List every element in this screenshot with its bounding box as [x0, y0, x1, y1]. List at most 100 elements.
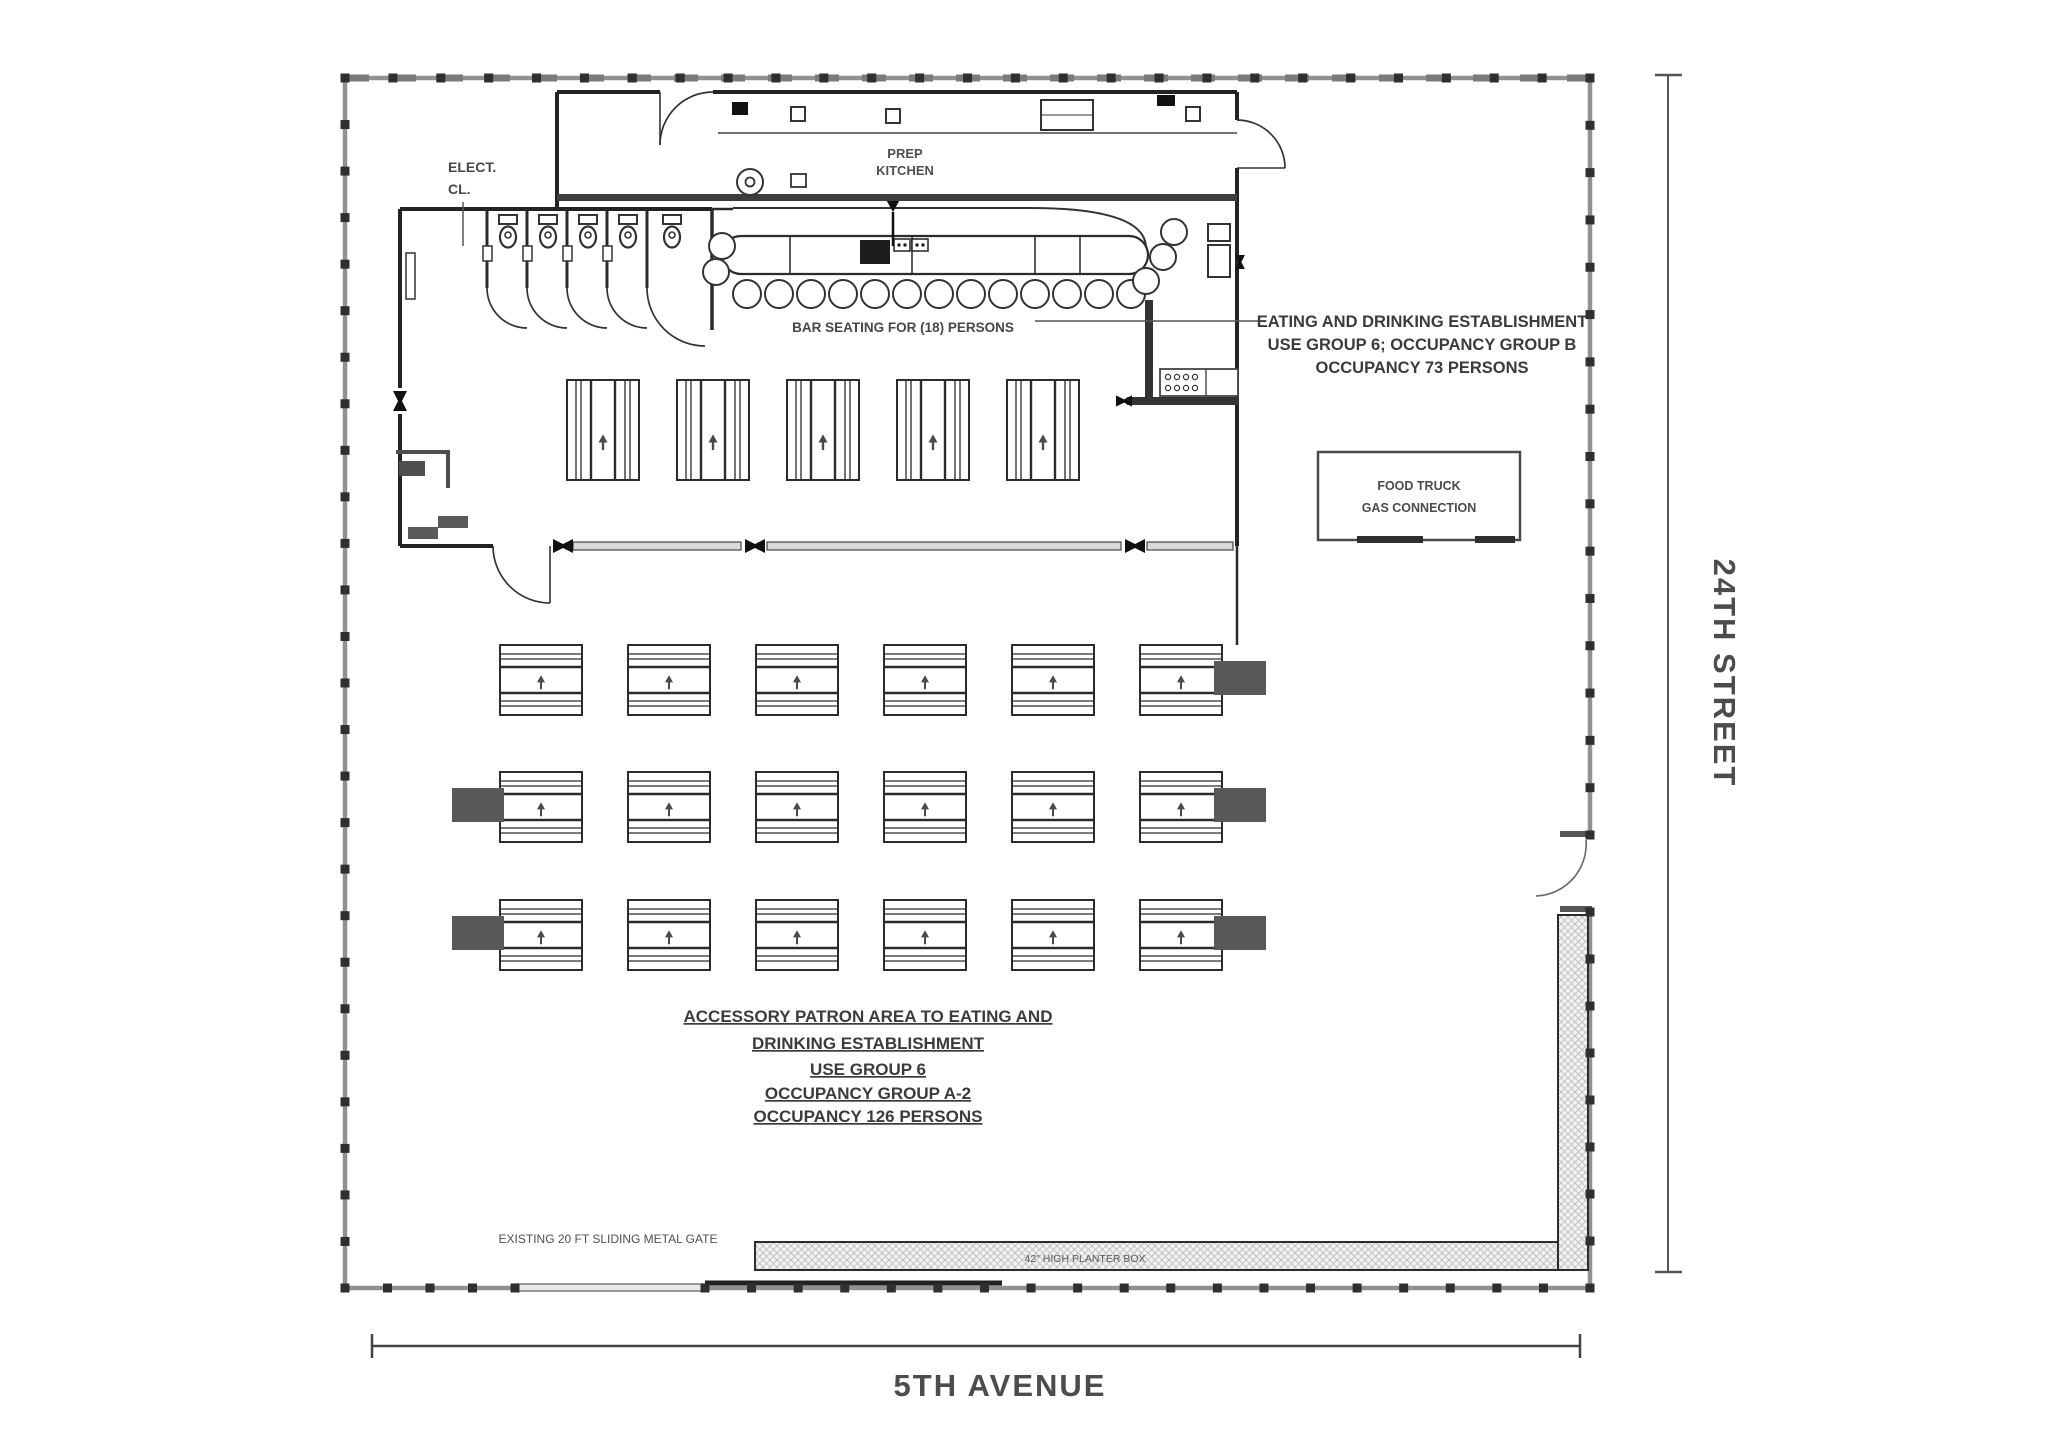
fence-post	[1537, 73, 1547, 83]
umbrella-icon	[793, 930, 801, 945]
food-truck-line2: GAS CONNECTION	[1362, 501, 1477, 515]
patio-table	[755, 644, 839, 716]
umbrella-icon	[1049, 802, 1057, 817]
planter-label: 42" HIGH PLANTER BOX	[1024, 1253, 1145, 1265]
bar-stool	[828, 279, 858, 309]
umbrella-icon	[1049, 675, 1057, 690]
restroom-block	[400, 207, 733, 347]
fence-post	[340, 166, 350, 176]
fence-post	[1585, 954, 1595, 964]
bar-stool	[702, 258, 730, 286]
dimension-right: 24TH STREET	[1655, 73, 1742, 1274]
fence-posts	[340, 73, 1595, 1293]
fence-post	[1212, 1283, 1222, 1293]
fence-post	[1489, 73, 1499, 83]
patio-table	[1011, 771, 1095, 843]
fence-post	[340, 306, 350, 316]
fence-post	[1585, 73, 1595, 83]
umbrella-icon	[1049, 930, 1057, 945]
fence-post	[340, 1283, 350, 1293]
fence-post	[1538, 1283, 1548, 1293]
fence-post	[840, 1283, 850, 1293]
fence-post	[1202, 73, 1212, 83]
bar-stool	[1020, 279, 1050, 309]
interior-table	[786, 379, 860, 481]
street-label-bottom: 5TH AVENUE	[894, 1368, 1107, 1403]
fence-post	[1166, 1283, 1176, 1293]
fence-post	[1585, 641, 1595, 651]
stall-door	[646, 287, 706, 347]
fence-post	[979, 1283, 989, 1293]
umbrella-icon	[818, 434, 828, 451]
fence-post	[340, 1143, 350, 1153]
fence-post	[340, 120, 350, 130]
fence-post	[1352, 1283, 1362, 1293]
toilet	[662, 214, 682, 249]
fence-post	[1154, 73, 1164, 83]
umbrella-icon	[537, 675, 545, 690]
eating-note-line2: USE GROUP 6; OCCUPANCY GROUP B	[1268, 336, 1577, 354]
prep-kitchen-label-2: KITCHEN	[876, 163, 934, 178]
planter-box-bottom	[754, 1241, 1589, 1271]
umbrella-icon	[598, 434, 608, 451]
umbrella-icon	[665, 930, 673, 945]
fence-post	[1298, 73, 1308, 83]
patio-table	[499, 771, 583, 843]
fence-post	[340, 1004, 350, 1014]
fence-post	[1073, 1283, 1083, 1293]
bar-stool	[796, 279, 826, 309]
fence-post	[340, 538, 350, 548]
fence-post	[723, 73, 733, 83]
fence-post	[340, 1236, 350, 1246]
fence-post	[1026, 1283, 1036, 1293]
fence-post	[1585, 1283, 1595, 1293]
umbrella-icon	[1177, 675, 1185, 690]
umbrella-icon	[1177, 930, 1185, 945]
kitchen-north-door	[659, 91, 714, 146]
fence-post	[340, 259, 350, 269]
prep-kitchen-label-1: PREP	[887, 146, 923, 161]
fence-post	[627, 73, 637, 83]
bar-stool	[1149, 243, 1177, 271]
fence-post	[1585, 1095, 1595, 1105]
fence-post	[1585, 1048, 1595, 1058]
fence-post	[340, 1190, 350, 1200]
fence-post	[1119, 1283, 1129, 1293]
patio-table	[1011, 899, 1095, 971]
fence-post	[1585, 830, 1595, 840]
bar-equipment	[860, 240, 890, 264]
heater-box	[452, 916, 504, 950]
accessory-line3: USE GROUP 6	[810, 1060, 926, 1079]
fence-post	[340, 399, 350, 409]
fence-post	[1393, 73, 1403, 83]
door-jamb-icon	[745, 539, 765, 553]
electrical-closet-callout: ELECT. CL.	[448, 159, 496, 246]
door-jamb-icon	[393, 391, 407, 411]
patio-table	[883, 899, 967, 971]
stall-latch	[482, 245, 493, 262]
service-room	[1127, 223, 1239, 405]
umbrella-icon	[928, 434, 938, 451]
umbrella-icon	[537, 802, 545, 817]
fence-post	[340, 725, 350, 735]
bar-stool	[860, 279, 890, 309]
fence-post	[340, 352, 350, 362]
patio-table	[883, 644, 967, 716]
fence-post	[340, 585, 350, 595]
fence-post	[1492, 1283, 1502, 1293]
fence-post	[1585, 1001, 1595, 1011]
eating-note-line3: OCCUPANCY 73 PERSONS	[1315, 359, 1528, 377]
bar-stool	[1160, 218, 1188, 246]
interior-table	[896, 379, 970, 481]
fence-post	[793, 1283, 803, 1293]
stall-latch	[522, 245, 533, 262]
stall-door	[566, 287, 608, 329]
stall-door	[526, 287, 568, 329]
bar-stools	[702, 218, 1188, 309]
bar-counter	[720, 234, 1150, 276]
accessory-line4: OCCUPANCY GROUP A-2	[765, 1084, 971, 1103]
bar-stool	[892, 279, 922, 309]
fence-post	[1585, 593, 1595, 603]
